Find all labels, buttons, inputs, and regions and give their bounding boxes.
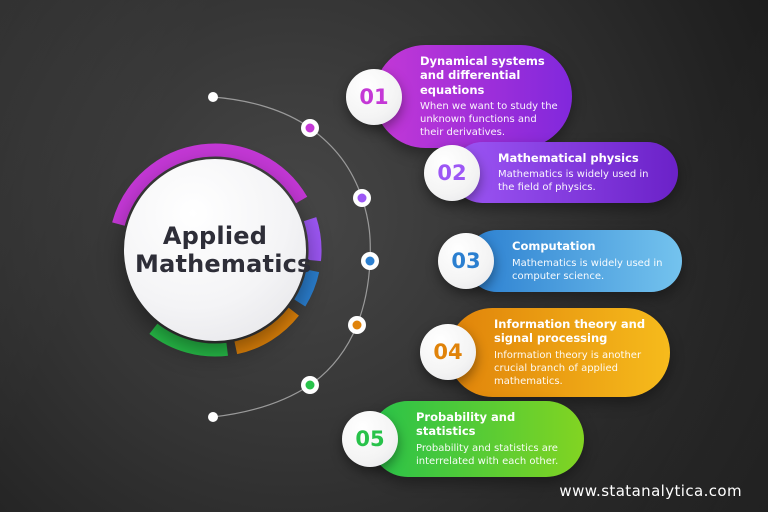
item-number-badge-4: 04 [420,324,476,381]
curve-endpoint-dot-bottom [208,412,218,422]
item-title-5: Probability and statistics [416,410,516,439]
ring-segment-2 [303,217,322,262]
page-title: Applied Mathematics [135,221,312,278]
item-title-4: Information theory and signal processing [494,317,646,346]
item-card-2: Mathematical physics Mathematics is wide… [424,142,678,204]
item-pill-3: Computation Mathematics is widely used i… [466,230,682,292]
item-number-badge-2: 02 [424,144,480,201]
item-description-5: Probability and statistics are interrela… [416,442,559,467]
item-title-1: Dynamical systems and differential equat… [420,54,545,97]
item-pill-1: Dynamical systems and differential equat… [374,45,572,149]
center-circle: Applied Mathematics [124,159,312,341]
curve-node-2 [353,189,371,207]
ring-segment-4 [234,307,299,355]
ring-segment-3 [294,269,320,307]
item-pill-2: Mathematical physics Mathematics is wide… [452,142,678,204]
item-card-4: Information theory and signal processing… [420,308,670,397]
curve-node-1 [301,119,319,137]
ring-segment-1 [112,143,308,226]
item-number-1: 01 [359,84,389,109]
item-pill-4: Information theory and signal processing… [448,308,670,397]
curve-node-4 [348,316,366,334]
item-number-badge-3: 03 [438,233,494,289]
item-description-3: Mathematics is widely used in computer s… [512,257,663,282]
item-number-badge-1: 01 [346,68,402,125]
ring-segment-5 [149,323,228,357]
item-card-5: Probability and statistics Probability a… [342,401,584,477]
website-url: www.statanalytica.com [559,482,742,500]
curve-node-3 [361,252,379,270]
item-number-4: 04 [433,340,463,365]
curve-endpoint-dot-top [208,92,218,102]
item-title-2: Mathematical physics [498,151,639,165]
item-pill-5: Probability and statistics Probability a… [370,401,584,477]
item-number-2: 02 [437,160,467,185]
curve-node-5 [301,376,319,394]
item-card-3: Computation Mathematics is widely used i… [438,230,682,292]
item-number-5: 05 [355,426,385,451]
item-card-1: Dynamical systems and differential equat… [346,45,572,149]
item-description-2: Mathematics is widely used in the field … [498,169,649,194]
item-number-3: 03 [451,249,481,273]
item-number-badge-5: 05 [342,410,398,467]
item-title-3: Computation [512,239,596,254]
item-description-4: Information theory is another crucial br… [494,349,642,387]
item-description-1: When we want to study the unknown functi… [420,101,558,139]
